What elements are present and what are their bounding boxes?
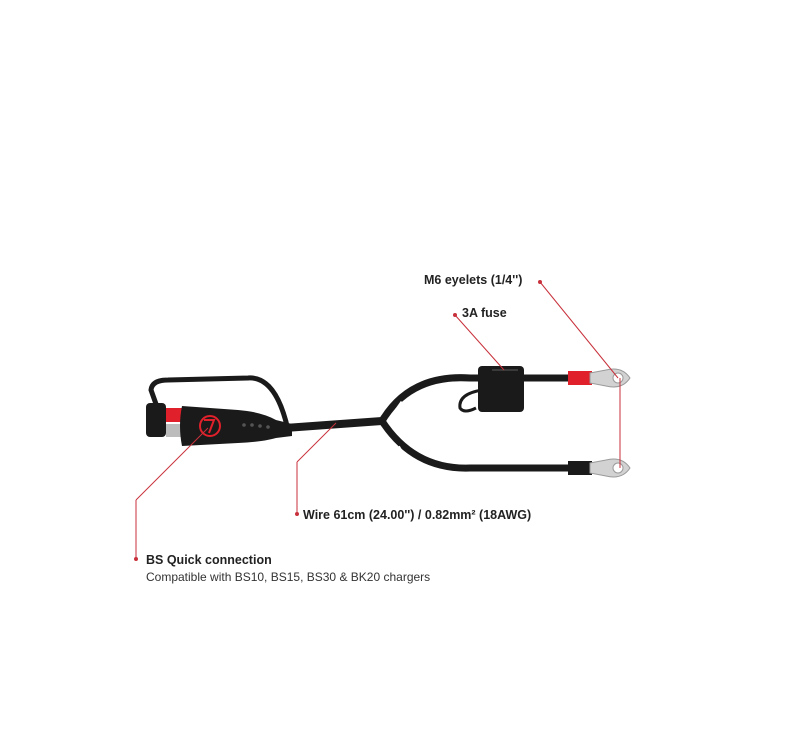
callout-dot-connector [134, 557, 138, 561]
fuse-holder [478, 366, 524, 412]
positive-sleeve [568, 371, 592, 385]
wire-clip-top [393, 400, 405, 414]
eyelets-label: M6 eyelets (1/4'') [424, 273, 523, 287]
connector-grey-blade [166, 424, 184, 437]
callout-dot-eyelets [538, 280, 542, 284]
connector-title: BS Quick connection [146, 553, 272, 567]
positive-wire [378, 374, 582, 425]
dust-cap-strap [148, 375, 291, 433]
negative-eyelet [589, 458, 631, 478]
callout-dot-wire [295, 512, 299, 516]
fuse-strap [458, 388, 483, 413]
connector-body [180, 406, 292, 446]
callout-fuse [454, 314, 505, 371]
wire-clip-bottom [396, 445, 406, 459]
callout-dot-fuse [453, 313, 457, 317]
dust-cap [146, 403, 166, 437]
connector-red-blade [166, 408, 184, 422]
main-wire [281, 417, 386, 432]
callout-wire [296, 422, 337, 514]
connector-logo-icon [199, 415, 221, 437]
fuse-label: 3A fuse [462, 306, 507, 320]
connector-subtitle: Compatible with BS10, BS15, BS30 & BK20 … [146, 570, 431, 584]
wire-label: Wire 61cm (24.00'') / 0.82mm² (18AWG) [303, 508, 532, 522]
negative-wire [378, 417, 582, 472]
negative-sleeve [568, 461, 592, 475]
connector-grip-dots [242, 423, 270, 429]
negative-eyelet-hole [612, 462, 624, 474]
callout-eyelets [539, 281, 621, 468]
positive-eyelet [589, 368, 631, 388]
connector-logo-mark [204, 419, 216, 434]
callout-connector [135, 427, 209, 559]
